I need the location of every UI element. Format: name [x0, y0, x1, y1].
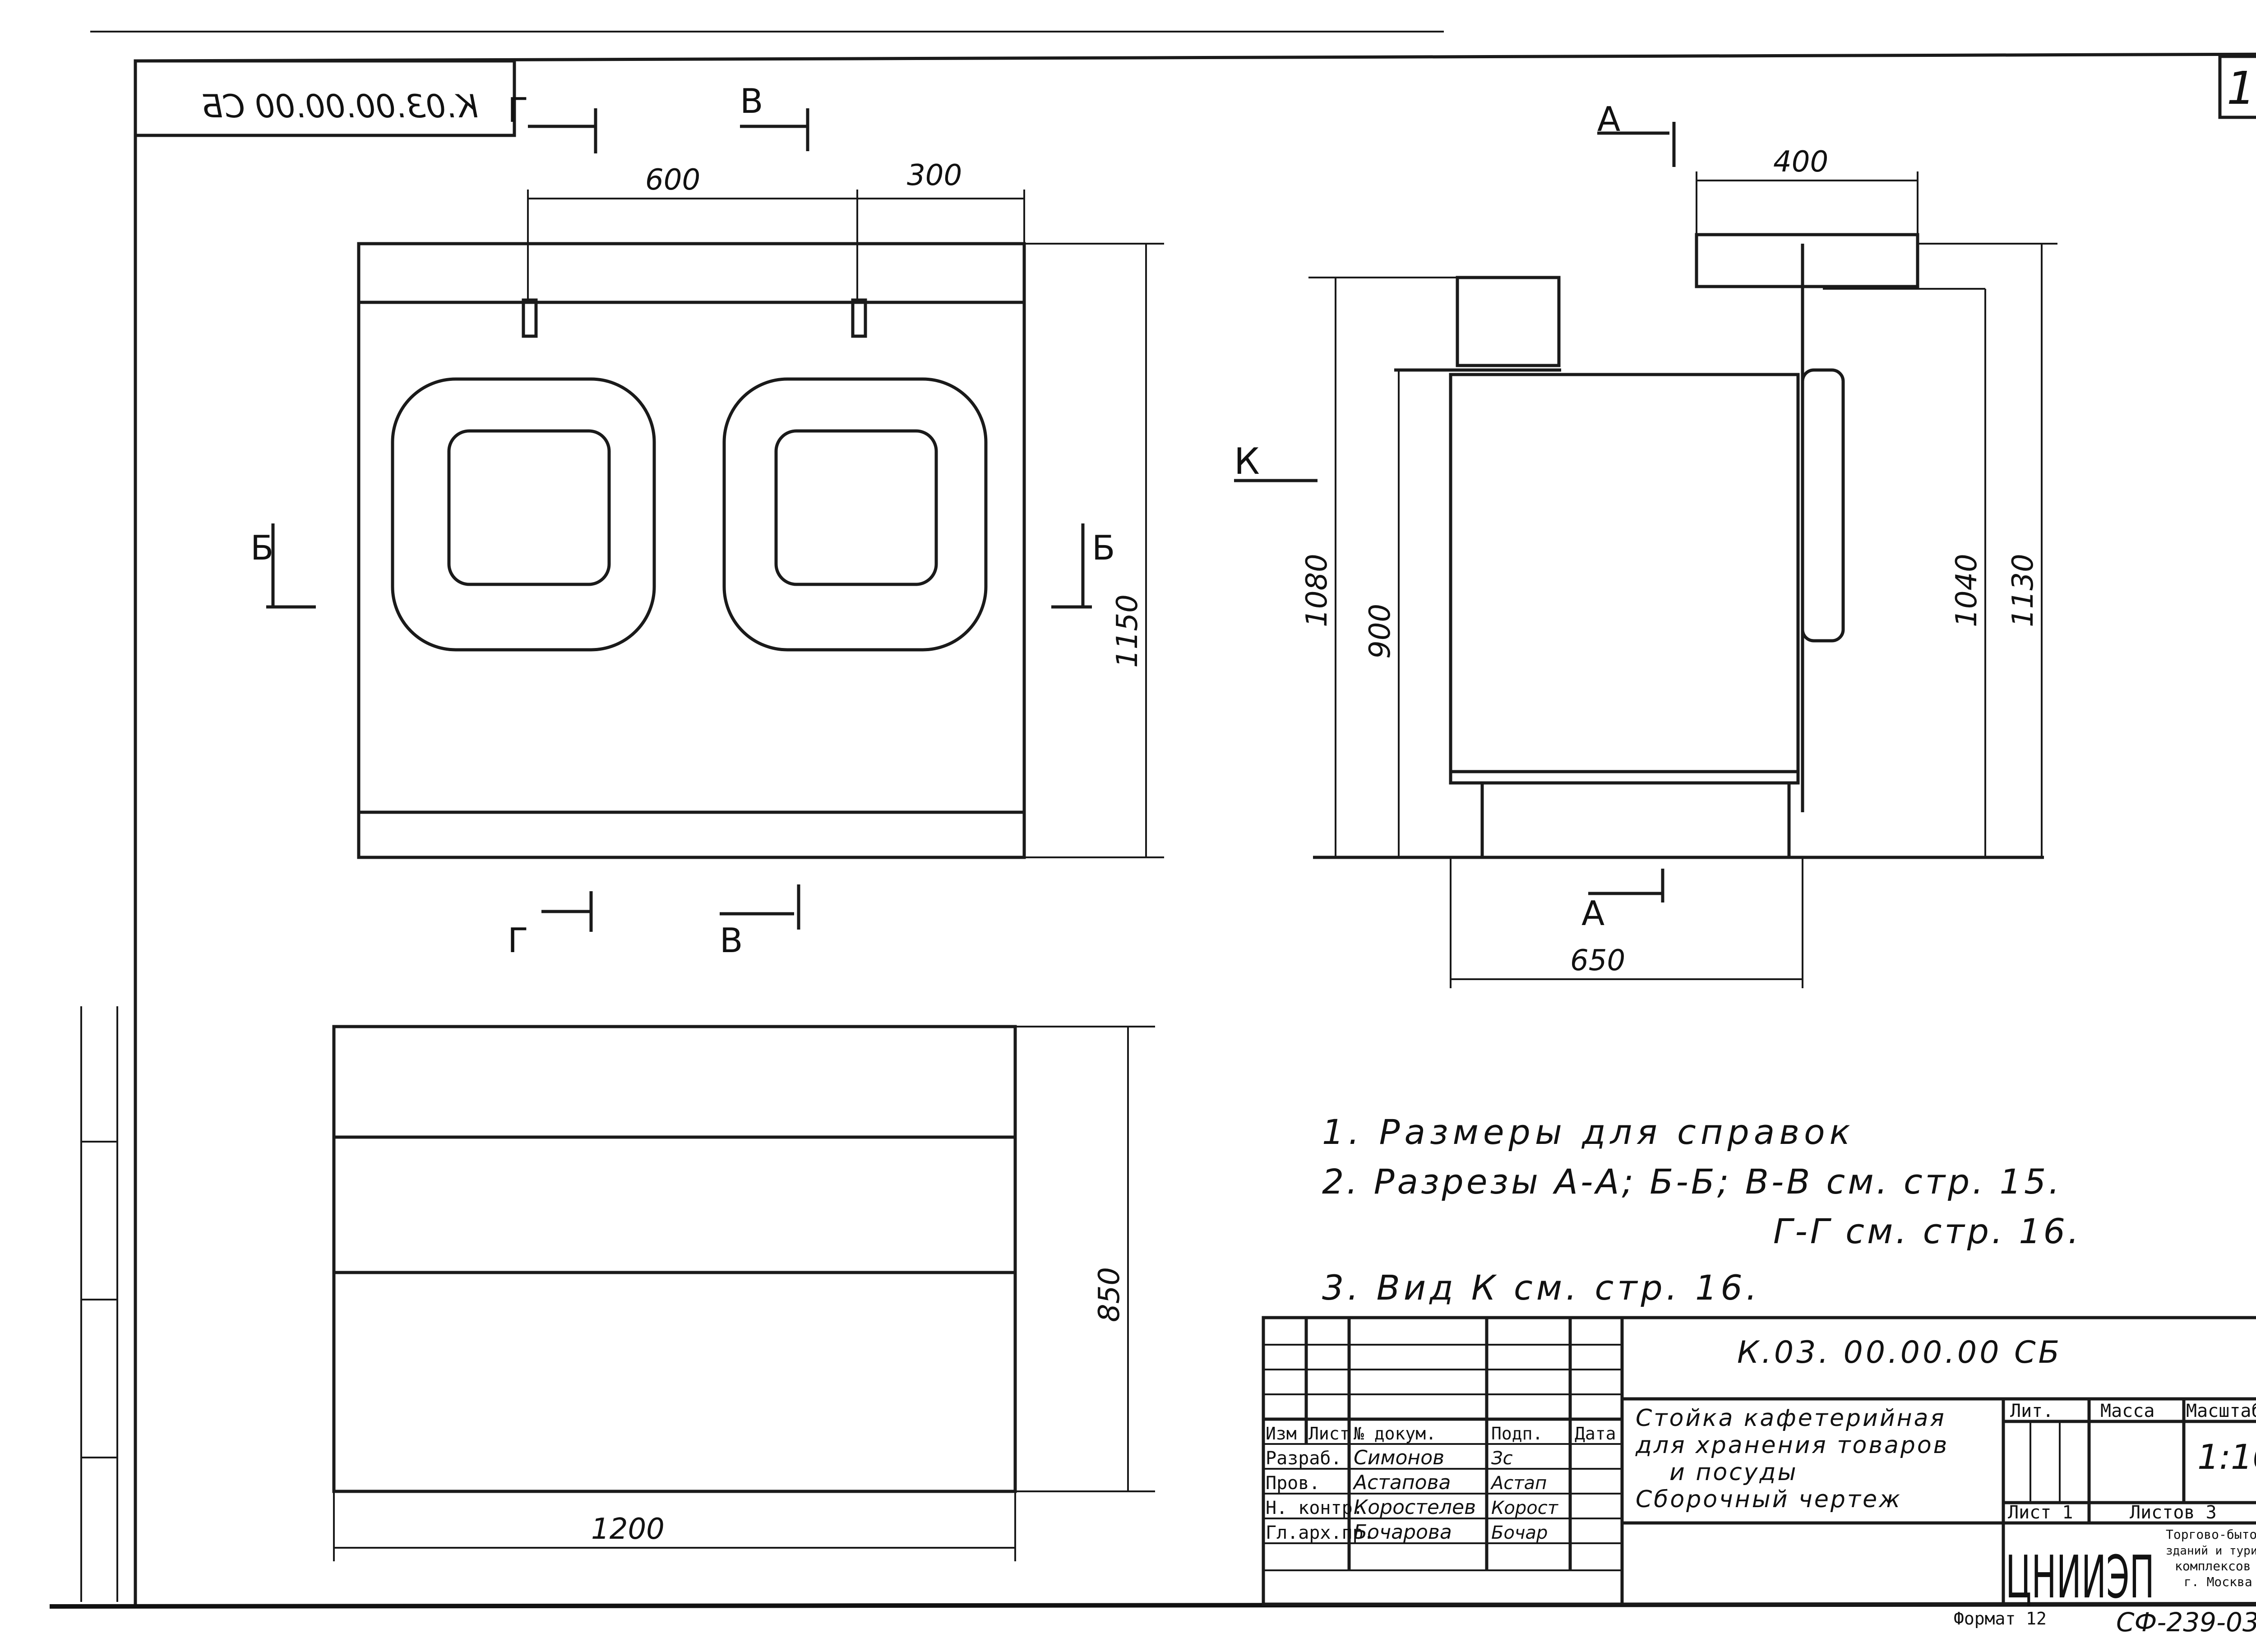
frame-border-top-right — [135, 52, 2256, 63]
section-b-label-right: Б — [1092, 528, 1115, 568]
title-block: Изм Лист № докум. Подп. Дата Разраб. Про… — [1262, 1316, 2256, 1611]
sheets-label: Листов 3 — [2130, 1502, 2217, 1523]
section-v-label-top: В — [740, 81, 763, 121]
notes: 1. Размеры для справок 2. Разрезы А-А; Б… — [1322, 1112, 2081, 1308]
signature-2: Астап — [1490, 1473, 1547, 1494]
front-opening-right — [722, 377, 988, 652]
name-chief-architect: Бочарова — [1354, 1521, 1452, 1544]
dim-1150: 1150 — [1111, 594, 1144, 668]
side-top-shelf — [1456, 276, 1561, 367]
section-a-label-bottom: А — [1581, 893, 1604, 933]
sheet-number-box — [2218, 55, 2256, 119]
signature-4: Бочар — [1491, 1522, 1548, 1543]
side-upper-box — [1695, 233, 1919, 288]
dim-300: 300 — [907, 159, 962, 192]
org-line-3: комплексов — [2175, 1559, 2251, 1573]
name-norm-controller: Коростелев — [1354, 1496, 1476, 1519]
front-view — [357, 242, 1026, 859]
title-line-2: для хранения товаров — [1635, 1432, 1949, 1459]
role-developed: Разраб. — [1266, 1448, 1342, 1469]
title-line-3: и посуды — [1669, 1459, 1798, 1486]
note-1: 1. Размеры для справок — [1322, 1112, 1854, 1152]
org-line-2: зданий и туристских — [2166, 1544, 2256, 1558]
scale-label: Масштаб — [2186, 1401, 2256, 1421]
section-v-label-bottom: В — [720, 921, 743, 960]
stamp-code: СФ-239-03 — [2116, 1607, 2256, 1638]
sheet-label: Лист 1 — [2008, 1502, 2073, 1523]
header-list: Лист — [1308, 1424, 1350, 1444]
section-b-label-left: Б — [250, 528, 273, 568]
side-view — [1313, 233, 2044, 859]
signature-1: Зс — [1491, 1448, 1513, 1469]
front-dimensions: 600 300 1150 — [527, 159, 1164, 858]
top-body — [332, 1025, 1017, 1493]
side-handle — [1801, 368, 1845, 643]
sheet-number: 14 — [2227, 62, 2256, 115]
dim-850: 850 — [1093, 1267, 1126, 1322]
front-hinge — [522, 298, 538, 338]
note-2: 2. Разрезы А-А; Б-Б; В-В см. стр. 15. — [1322, 1161, 2062, 1202]
note-3: 3. Вид К см. стр. 16. — [1322, 1268, 1761, 1308]
header-izm: Изм — [1266, 1424, 1297, 1444]
section-markers-front: Г В Б Б Г В — [250, 81, 1115, 960]
format-label: Формат 12 — [1954, 1609, 2047, 1629]
scale-value: 1:10 — [2197, 1437, 2256, 1477]
name-checker: Астапова — [1352, 1471, 1451, 1494]
title-block-frame — [1262, 1316, 2256, 1606]
org-line-4: г. Москва — [2184, 1574, 2252, 1589]
view-k-label: К — [1234, 440, 1260, 482]
front-hinge — [851, 298, 867, 338]
doc-code: К.03. 00.00.00 СБ — [1737, 1335, 2062, 1370]
dim-900: 900 — [1364, 604, 1397, 659]
note-2-cont: Г-Г см. стр. 16. — [1773, 1211, 2081, 1251]
dim-600: 600 — [645, 163, 700, 197]
role-checked: Пров. — [1266, 1473, 1320, 1494]
role-norm-control: Н. контр. — [1266, 1498, 1364, 1518]
side-dimensions: 400 1080 900 1040 1130 650 — [1300, 145, 2057, 988]
side-body — [1449, 373, 1800, 785]
front-body — [357, 242, 1026, 859]
top-view: 850 1200 — [332, 1025, 1155, 1561]
lit-label: Лит. — [2010, 1401, 2053, 1421]
dim-1130: 1130 — [2006, 554, 2040, 627]
mirrored-code: К.03.00.00.00 СБ — [201, 88, 478, 125]
org-line-1: Торгово-бытовых — [2166, 1527, 2256, 1542]
section-markers-side: А А К — [1234, 99, 1676, 933]
name-developer: Симонов — [1354, 1446, 1444, 1469]
role-chief-architect: Гл.арх.пр. — [1266, 1522, 1374, 1543]
dim-1080: 1080 — [1300, 554, 1334, 627]
signature-3: Корост — [1491, 1498, 1559, 1518]
mass-label: Масса — [2100, 1401, 2154, 1421]
org-logo: ЦНИИЭП — [2006, 1543, 2154, 1611]
dim-650: 650 — [1570, 944, 1625, 977]
header-doc: № докум. — [1354, 1424, 1436, 1444]
front-window-left — [447, 429, 611, 586]
title-line-4: Сборочный чертеж — [1636, 1486, 1902, 1513]
title-line-1: Стойка кафетерийная — [1636, 1405, 1946, 1432]
section-g-label-bottom: Г — [508, 921, 528, 960]
header-date: Дата — [1575, 1424, 1616, 1444]
mirrored-code-box — [134, 59, 516, 137]
section-g-label-top: Г — [508, 90, 528, 130]
front-window-right — [774, 429, 938, 586]
header-sign: Подп. — [1491, 1424, 1543, 1444]
dim-400: 400 — [1773, 145, 1828, 179]
dim-1200: 1200 — [591, 1513, 665, 1546]
dim-1040: 1040 — [1950, 554, 1983, 627]
front-opening-left — [391, 377, 656, 652]
